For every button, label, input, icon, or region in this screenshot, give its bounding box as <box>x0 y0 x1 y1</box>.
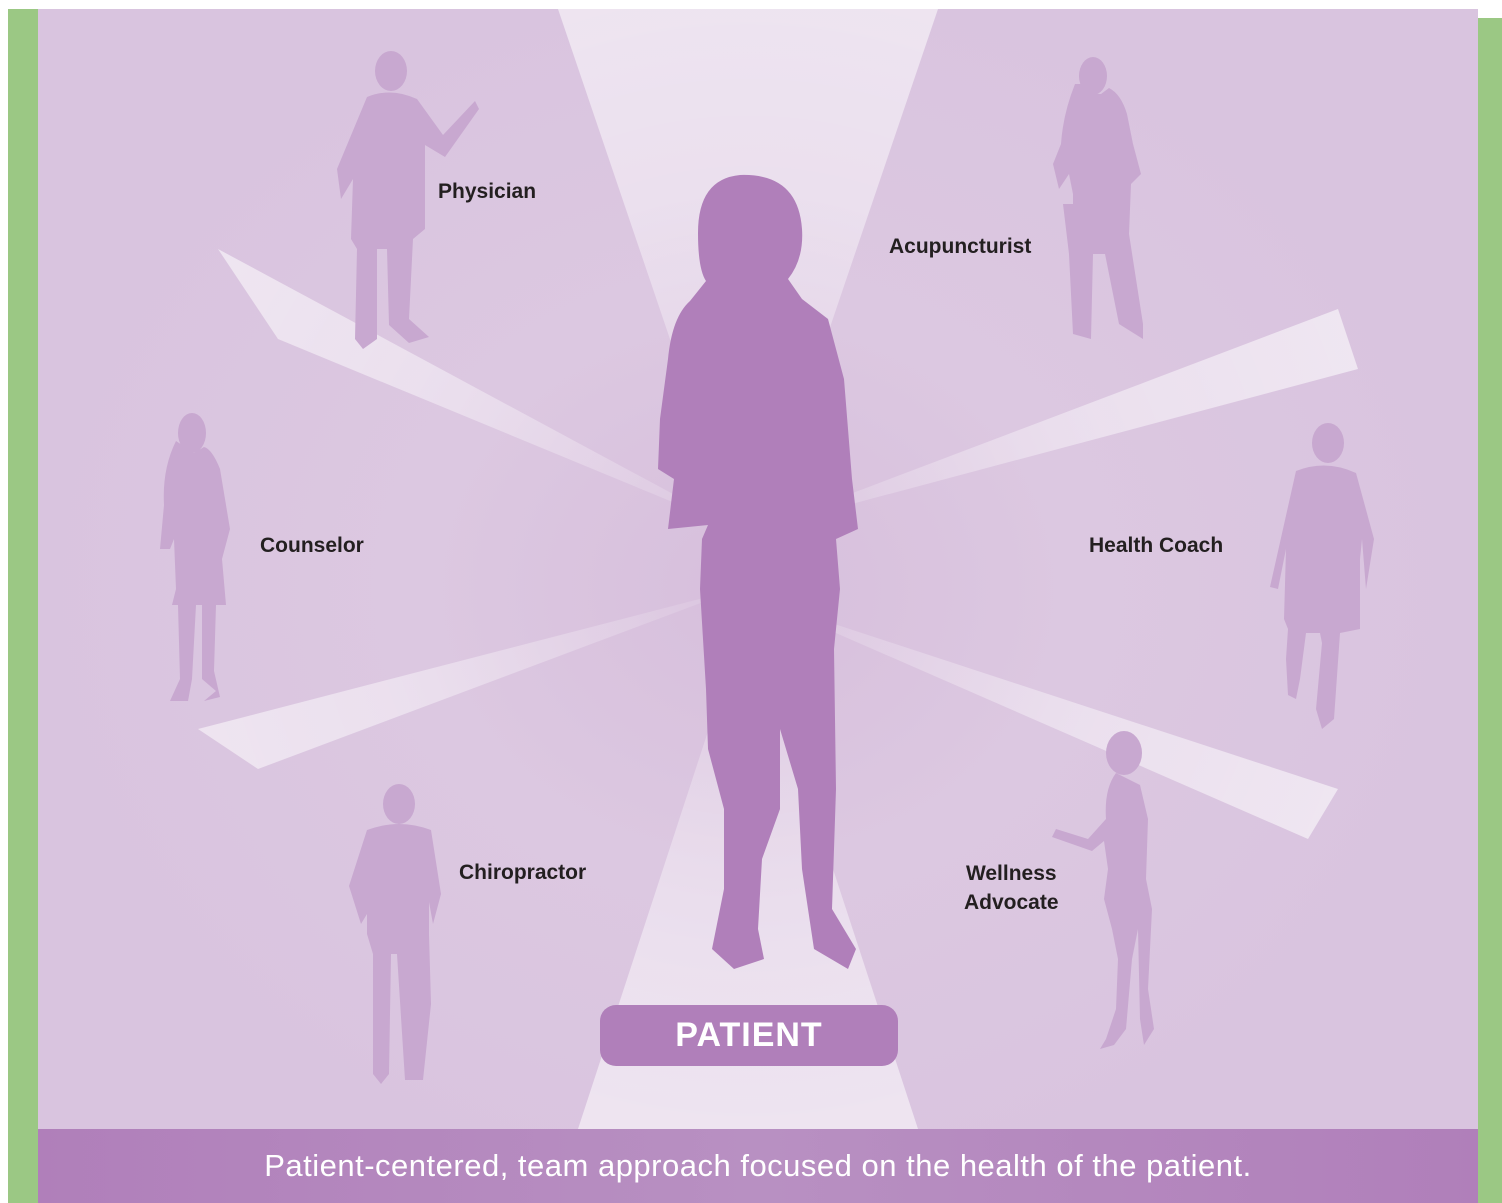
role-label-advocate-line: Advocate <box>964 891 1059 914</box>
role-label-acupuncturist: Acupuncturist <box>889 235 1032 258</box>
acupuncturist-silhouette-icon <box>1053 57 1143 339</box>
caption-bar: Patient-centered, team approach focused … <box>38 1129 1478 1203</box>
left-green-border <box>8 9 38 1203</box>
caption-text: Patient-centered, team approach focused … <box>264 1148 1252 1183</box>
patient-badge: PATIENT <box>600 1005 898 1066</box>
wellness-advocate-silhouette-icon <box>1052 731 1154 1049</box>
right-green-border <box>1478 18 1502 1203</box>
health-coach-silhouette-icon <box>1270 423 1374 729</box>
role-label-health-coach: Health Coach <box>1089 534 1224 557</box>
role-label-chiropractor: Chiropractor <box>459 861 587 884</box>
counselor-silhouette-icon <box>160 413 230 701</box>
physician-silhouette-icon <box>337 51 479 350</box>
role-label-physician: Physician <box>438 180 537 203</box>
patient-silhouette-icon <box>658 174 858 969</box>
chiropractor-silhouette-icon <box>349 784 441 1084</box>
diagram-panel: Physician Acupuncturist Counselor Health… <box>38 9 1478 1203</box>
role-label-counselor: Counselor <box>260 534 364 557</box>
role-label-wellness-advocate: Wellness Advocate <box>964 859 1059 917</box>
role-label-wellness-line: Wellness <box>965 862 1057 885</box>
